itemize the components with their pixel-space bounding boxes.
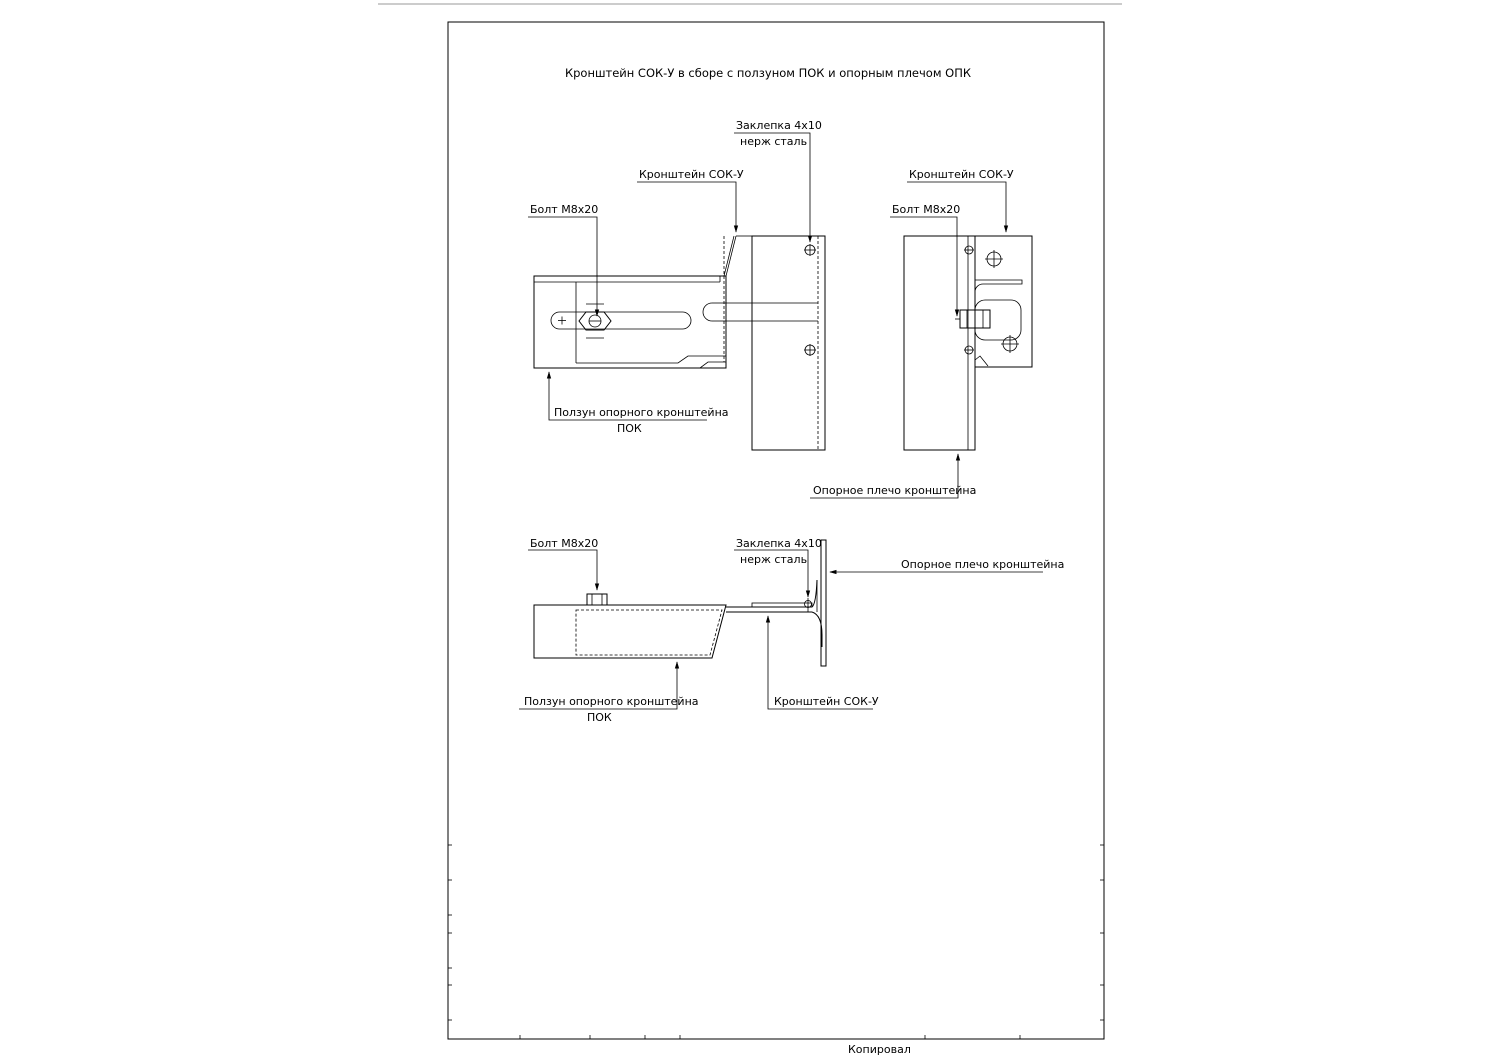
frame-ticks (448, 844, 1104, 1039)
top-bracket-label: Кронштейн СОК-У (774, 695, 879, 708)
front-bracket-label: Кронштейн СОК-У (639, 168, 744, 181)
front-slider-label-2: ПОК (617, 422, 642, 435)
side-bracket-plate (974, 235, 1033, 368)
side-view: Кронштейн СОК-У Болт М8х20 Опорное плечо… (810, 168, 1033, 499)
top-bolt-head (586, 593, 608, 606)
front-rivet-label-2: нерж сталь (740, 135, 807, 148)
top-slider-label-2: ПОК (587, 711, 612, 724)
front-bracket-plate (751, 235, 826, 451)
front-bolt-hex (578, 311, 612, 331)
top-arm-plate (820, 539, 827, 667)
footer-copied: Копировал (848, 1043, 911, 1056)
front-view: Заклепка 4х10 нерж сталь Кронштейн СОК-У… (528, 119, 826, 451)
front-plate-slot (702, 302, 818, 322)
drawing-title: Кронштейн СОК-У в сборе с ползуном ПОК и… (565, 66, 971, 80)
side-slot (974, 299, 1022, 341)
side-bolt-label: Болт М8х20 (892, 203, 960, 216)
front-slider-label-1: Ползун опорного кронштейна (554, 406, 729, 419)
top-rivet-label-2: нерж сталь (740, 553, 807, 566)
top-arm-label: Опорное плечо кронштейна (901, 558, 1064, 571)
top-slider-body (533, 604, 727, 659)
front-slider-body (533, 275, 727, 369)
side-bracket-label: Кронштейн СОК-У (909, 168, 1014, 181)
front-slot (550, 311, 692, 330)
side-arm-body (903, 235, 976, 451)
front-bolt-label: Болт М8х20 (530, 203, 598, 216)
top-bolt-label: Болт М8х20 (530, 537, 598, 550)
top-slider-label-1: Ползун опорного кронштейна (524, 695, 699, 708)
sheet-frame (447, 21, 1105, 1040)
side-arm-label: Опорное плечо кронштейна (813, 484, 976, 497)
top-rivet-label-1: Заклепка 4х10 (736, 537, 822, 550)
top-view: Болт М8х20 Заклепка 4х10 нерж сталь Опор… (519, 537, 1064, 724)
front-rivet-label-1: Заклепка 4х10 (736, 119, 822, 132)
